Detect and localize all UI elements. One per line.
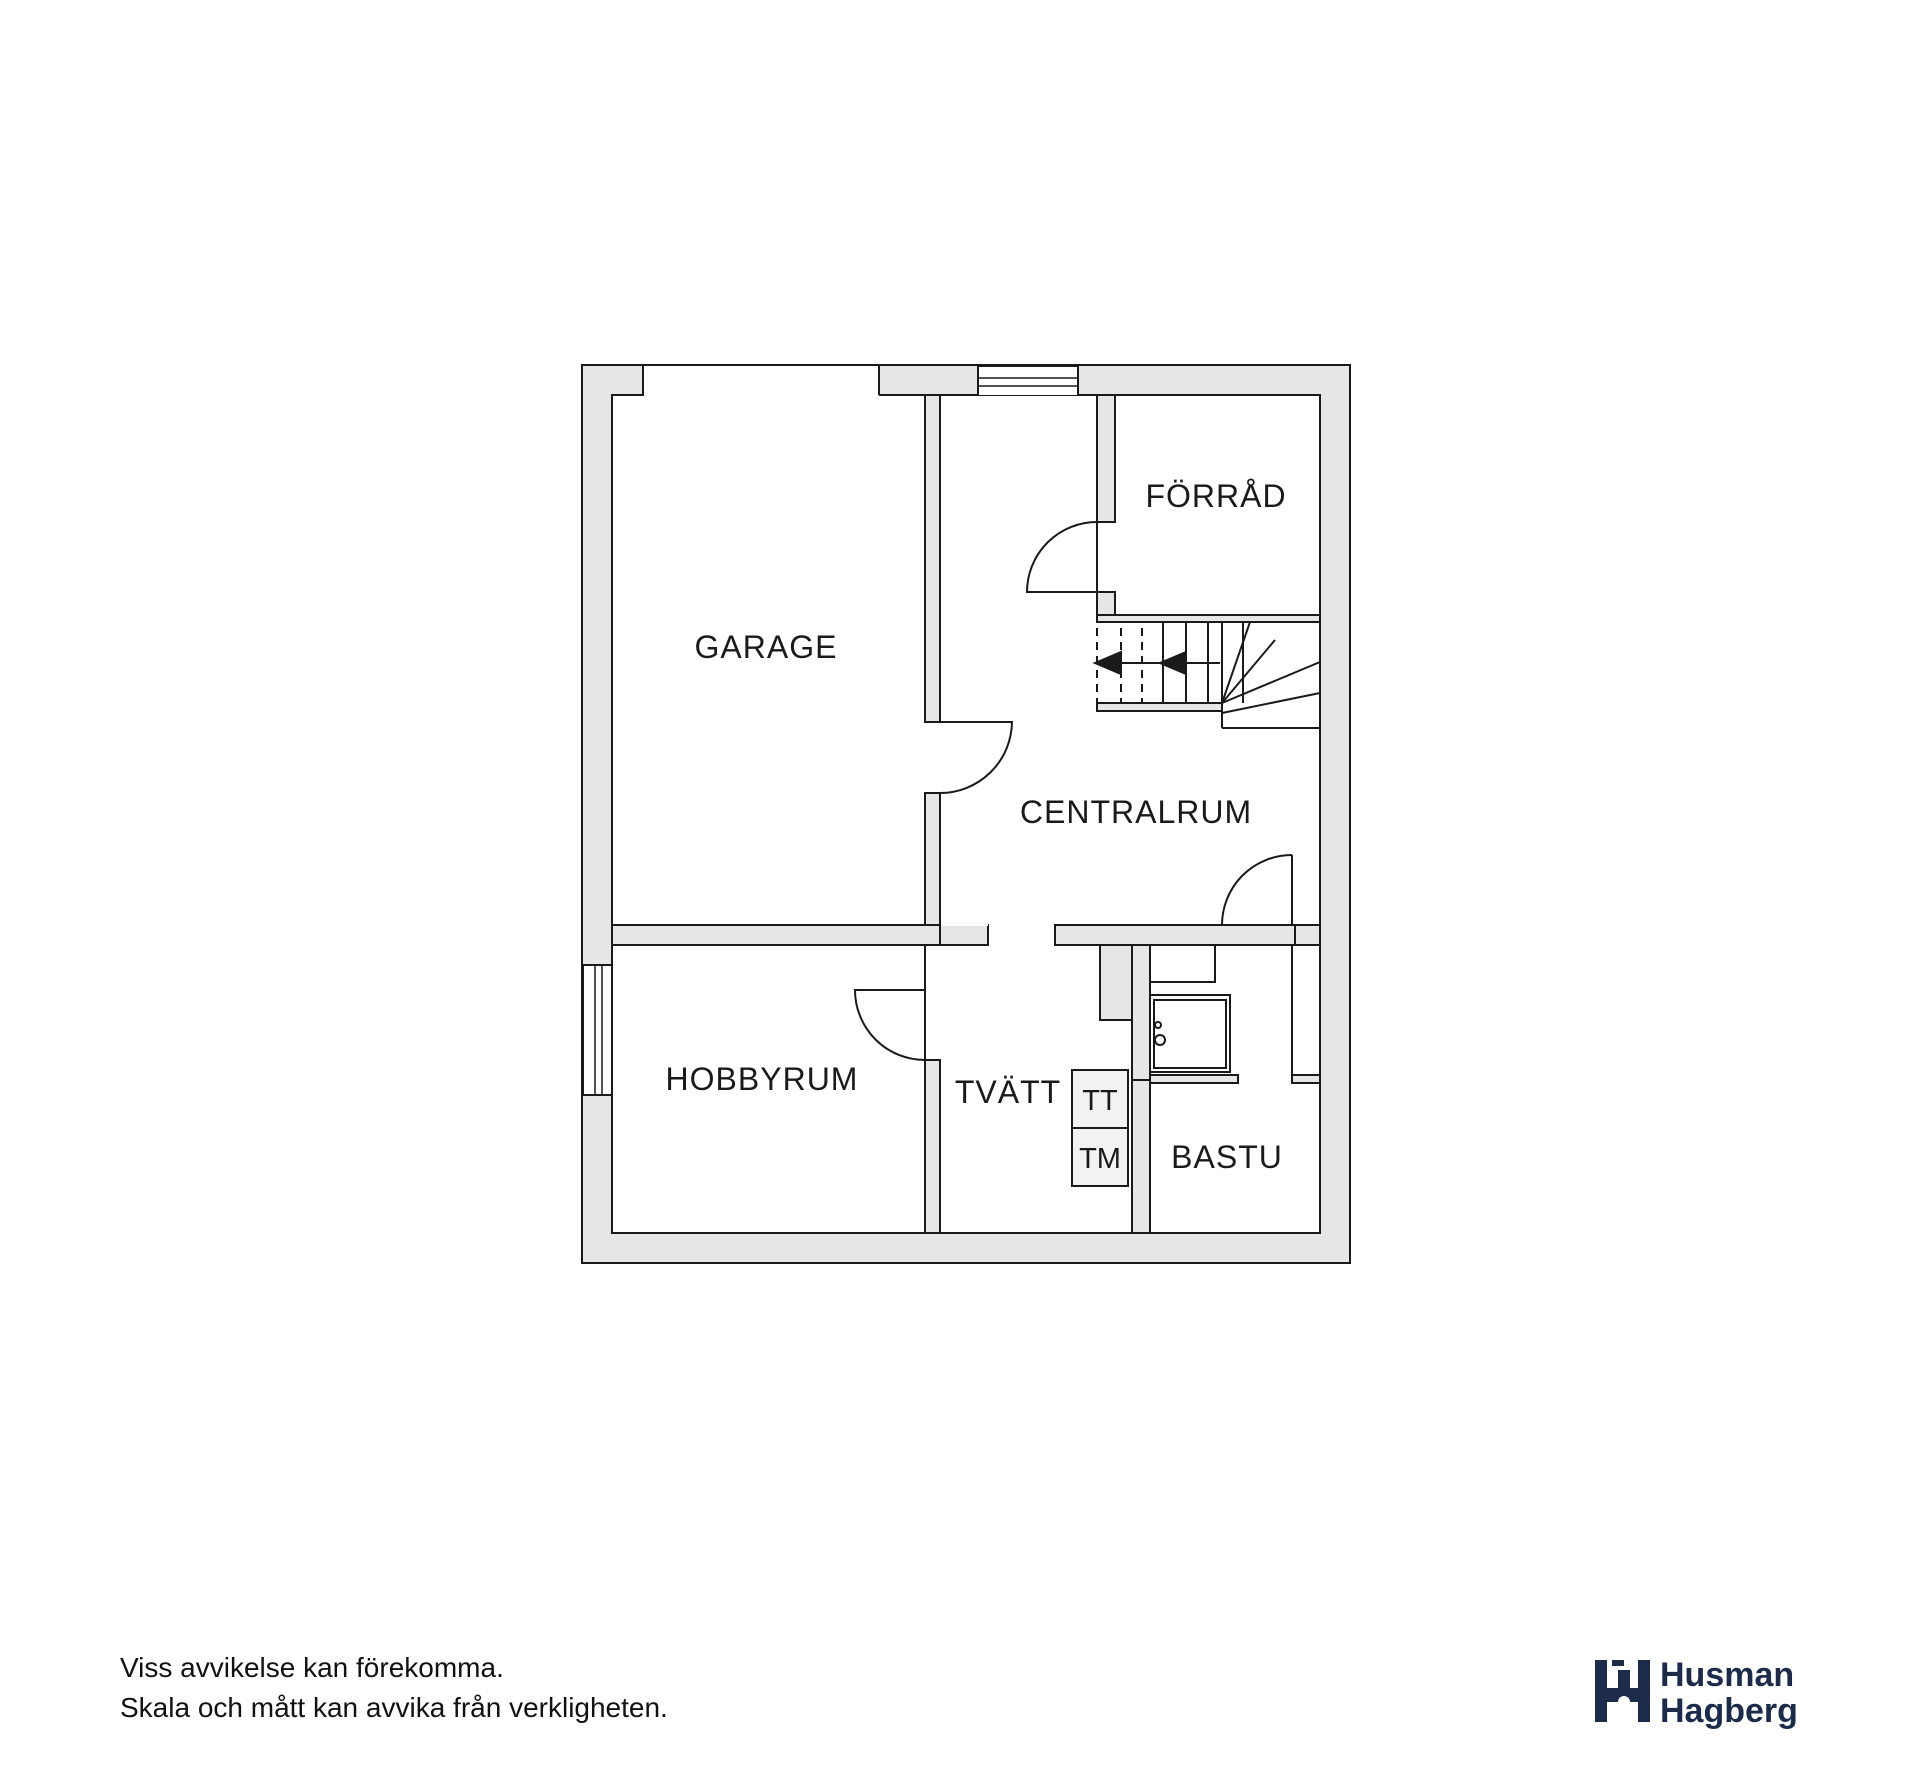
room-label-centralrum: CENTRALRUM: [1020, 794, 1252, 830]
staircase: [1092, 621, 1321, 729]
room-label-bastu: BASTU: [1171, 1139, 1283, 1175]
window-left: [582, 964, 613, 1096]
room-label-tvatt: TVÄTT: [955, 1074, 1061, 1110]
disclaimer-line-1: Viss avvikelse kan förekomma.: [120, 1652, 504, 1683]
washer-label: TM: [1079, 1143, 1121, 1175]
dryer-label: TT: [1082, 1085, 1118, 1117]
room-label-garage: GARAGE: [695, 629, 838, 665]
disclaimer-line-2: Skala och mått kan avvika från verklighe…: [120, 1692, 668, 1723]
garage-door-opening: [643, 364, 879, 396]
interior-walls: [611, 394, 1321, 1234]
window-top: [977, 365, 1079, 397]
logo-text-line-1: Husman: [1660, 1656, 1794, 1694]
shower: [1149, 944, 1231, 1073]
company-logo: Husman Hagberg: [1595, 1656, 1798, 1730]
logo-text-line-2: Hagberg: [1660, 1692, 1798, 1730]
logo-mark: [1595, 1660, 1650, 1722]
door-swings: [853, 521, 1293, 1061]
room-label-forrad: FÖRRÅD: [1145, 478, 1286, 514]
washer-dryer: [1071, 1069, 1129, 1187]
room-label-hobbyrum: HOBBYRUM: [666, 1061, 859, 1097]
outer-wall: [581, 364, 1351, 1264]
